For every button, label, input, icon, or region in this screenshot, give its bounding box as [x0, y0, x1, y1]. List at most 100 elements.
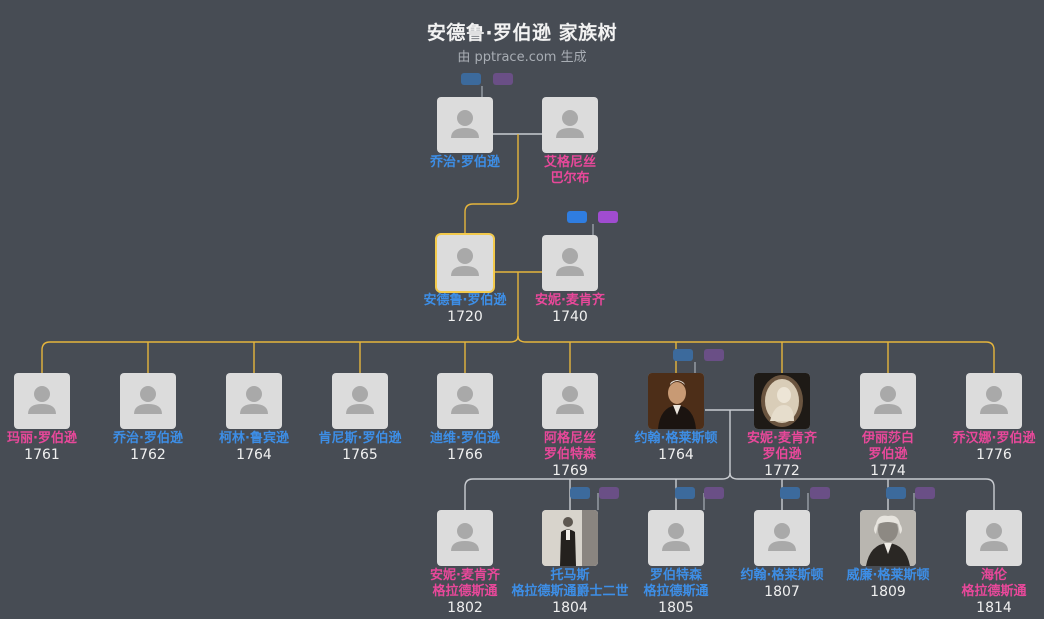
- person-name-line[interactable]: 安妮·麦肯齐: [430, 568, 500, 583]
- person-name-line[interactable]: 乔治·罗伯逊: [430, 155, 500, 170]
- person-name-line[interactable]: 约翰·格莱斯顿: [740, 568, 824, 583]
- person-photo[interactable]: [648, 373, 704, 429]
- person-photo[interactable]: [754, 373, 810, 429]
- person-name-line[interactable]: 艾格尼丝: [543, 155, 596, 170]
- person-name[interactable]: 乔治·罗伯逊: [88, 431, 208, 447]
- person-avatar[interactable]: [860, 373, 916, 429]
- person-avatar[interactable]: [120, 373, 176, 429]
- person-name-line[interactable]: 格拉德斯通爵士二世: [511, 584, 629, 599]
- person-avatar[interactable]: [648, 510, 704, 566]
- person-avatar[interactable]: [437, 510, 493, 566]
- person-name-line[interactable]: 罗伯逊: [762, 447, 802, 462]
- person-avatar[interactable]: [542, 373, 598, 429]
- male-badge-icon[interactable]: [886, 487, 906, 499]
- person-name-line[interactable]: 安妮·麦肯齐: [535, 293, 605, 308]
- person-avatar[interactable]: [542, 235, 598, 291]
- person-avatar[interactable]: [226, 373, 282, 429]
- male-badge-icon[interactable]: [567, 211, 587, 223]
- male-badge-icon[interactable]: [570, 487, 590, 499]
- male-badge-icon[interactable]: [675, 487, 695, 499]
- female-badge-icon[interactable]: [599, 487, 619, 499]
- person-avatar[interactable]: [437, 97, 493, 153]
- person-name-line[interactable]: 安德鲁·罗伯逊: [423, 293, 507, 308]
- female-badge-icon[interactable]: [810, 487, 830, 499]
- person-name[interactable]: 托马斯格拉德斯通爵士二世: [510, 568, 630, 600]
- person-name[interactable]: 安德鲁·罗伯逊: [405, 293, 525, 309]
- person-name-line[interactable]: 玛丽·罗伯逊: [7, 431, 77, 446]
- female-badge-icon[interactable]: [915, 487, 935, 499]
- person-name-line[interactable]: 柯林·鲁宾逊: [219, 431, 289, 446]
- person-name-line[interactable]: 巴尔布: [550, 171, 590, 186]
- person-name-line[interactable]: 海伦: [980, 568, 1007, 583]
- person-name[interactable]: 安妮·麦肯齐格拉德斯通: [405, 568, 525, 600]
- male-badge-icon[interactable]: [673, 349, 693, 361]
- person-photo[interactable]: [860, 510, 916, 566]
- person-avatar[interactable]: [754, 510, 810, 566]
- female-badge-icon[interactable]: [704, 487, 724, 499]
- person-node-george_sr[interactable]: 乔治·罗伯逊: [405, 97, 525, 171]
- person-name[interactable]: 乔汉娜·罗伯逊: [934, 431, 1044, 447]
- person-avatar[interactable]: [437, 235, 493, 291]
- person-name-line[interactable]: 格拉德斯通: [643, 584, 709, 599]
- person-avatar[interactable]: [437, 373, 493, 429]
- person-name-line[interactable]: 托马斯: [550, 568, 590, 583]
- person-name-line[interactable]: 安妮·麦肯齐: [747, 431, 817, 446]
- person-name-line[interactable]: 迪维·罗伯逊: [430, 431, 500, 446]
- person-name[interactable]: 迪维·罗伯逊: [405, 431, 525, 447]
- male-badge-icon[interactable]: [461, 73, 481, 85]
- person-name-line[interactable]: 罗伯特森: [649, 568, 702, 583]
- person-name[interactable]: 安妮·麦肯齐: [510, 293, 630, 309]
- person-name-line[interactable]: 格拉德斯通: [961, 584, 1027, 599]
- person-name[interactable]: 玛丽·罗伯逊: [0, 431, 102, 447]
- person-name[interactable]: 海伦格拉德斯通: [934, 568, 1044, 600]
- person-name[interactable]: 威廉·格莱斯顿: [828, 568, 948, 584]
- person-avatar[interactable]: [966, 373, 1022, 429]
- person-name-line[interactable]: 格拉德斯通: [432, 584, 498, 599]
- person-name-line[interactable]: 罗伯特森: [543, 447, 596, 462]
- person-name-line[interactable]: 罗伯逊: [868, 447, 908, 462]
- female-badge-icon[interactable]: [704, 349, 724, 361]
- person-avatar[interactable]: [14, 373, 70, 429]
- person-name[interactable]: 乔治·罗伯逊: [405, 155, 525, 171]
- person-name-line[interactable]: 阿格尼丝: [543, 431, 596, 446]
- person-name[interactable]: 约翰·格莱斯顿: [722, 568, 842, 584]
- person-avatar[interactable]: [966, 510, 1022, 566]
- person-node-agnes[interactable]: 艾格尼丝巴尔布: [510, 97, 630, 187]
- person-avatar[interactable]: [542, 97, 598, 153]
- person-name[interactable]: 艾格尼丝巴尔布: [510, 155, 630, 187]
- female-badge-icon[interactable]: [598, 211, 618, 223]
- person-name[interactable]: 伊丽莎白罗伯逊: [828, 431, 948, 463]
- person-photo[interactable]: [542, 510, 598, 566]
- person-name-line[interactable]: 乔汉娜·罗伯逊: [952, 431, 1036, 446]
- person-name-line[interactable]: 乔治·罗伯逊: [113, 431, 183, 446]
- person-name[interactable]: 肯尼斯·罗伯逊: [300, 431, 420, 447]
- female-badge-icon[interactable]: [493, 73, 513, 85]
- person-name-line[interactable]: 威廉·格莱斯顿: [846, 568, 930, 583]
- person-name[interactable]: 柯林·鲁宾逊: [194, 431, 314, 447]
- person-name-line[interactable]: 约翰·格莱斯顿: [634, 431, 718, 446]
- person-avatar[interactable]: [332, 373, 388, 429]
- person-name-line[interactable]: 肯尼斯·罗伯逊: [318, 431, 402, 446]
- male-badge-icon[interactable]: [780, 487, 800, 499]
- person-name[interactable]: 阿格尼丝罗伯特森: [510, 431, 630, 463]
- person-name[interactable]: 约翰·格莱斯顿: [616, 431, 736, 447]
- person-name-line[interactable]: 伊丽莎白: [861, 431, 914, 446]
